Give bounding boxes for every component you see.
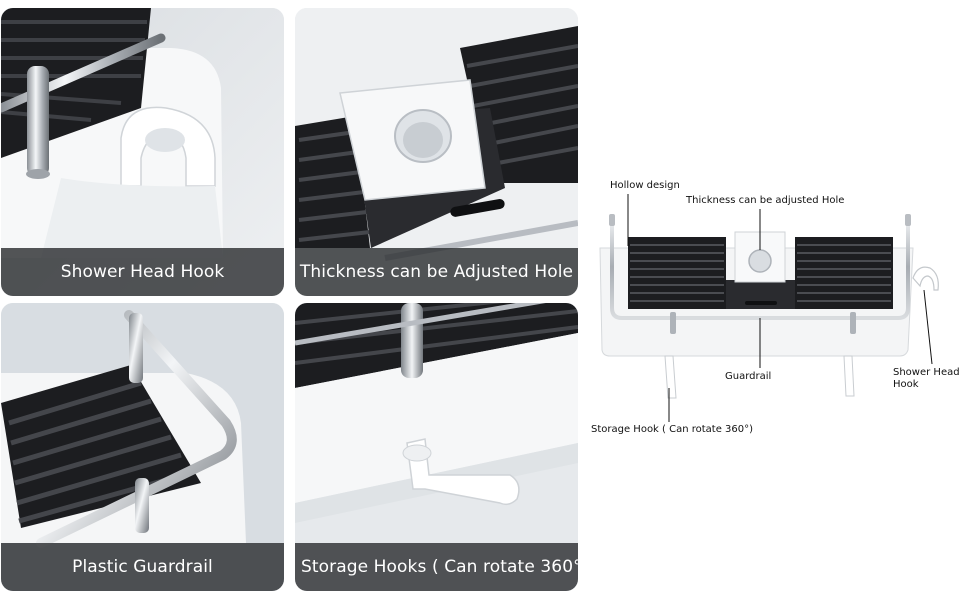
feature-tile-plastic-guardrail: Plastic Guardrail: [1, 303, 284, 591]
callout-storage-hook: Storage Hook ( Can rotate 360°): [591, 424, 754, 435]
caption-bar: Shower Head Hook: [1, 248, 284, 296]
caption-bar: Plastic Guardrail: [1, 543, 284, 591]
feature-tile-adjustable-hole: Thickness can be Adjusted Hole: [295, 8, 578, 296]
caption-bar: 2 Storage Hooks ( Can rotate 360°): [295, 543, 578, 591]
callout-thickness-hole: Thickness can be adjusted Hole: [686, 195, 845, 206]
feature-tile-storage-hooks: 2 Storage Hooks ( Can rotate 360°): [295, 303, 578, 591]
callout-hollow-design: Hollow design: [610, 180, 680, 191]
tile-caption: Shower Head Hook: [60, 262, 225, 282]
tile-caption: 2 Storage Hooks ( Can rotate 360°): [295, 557, 578, 577]
storage-hooks-illustration: [295, 303, 578, 591]
feature-tile-shower-head-hook: Shower Head Hook: [1, 8, 284, 296]
tile-caption: Thickness can be Adjusted Hole: [299, 262, 574, 282]
product-diagram: Hollow design Thickness can be adjusted …: [588, 160, 970, 460]
callout-guardrail: Guardrail: [725, 371, 772, 382]
shelf-diagram-illustration: [599, 194, 939, 422]
caption-bar: Thickness can be Adjusted Hole: [295, 248, 578, 296]
shower-head-hook-illustration: [1, 8, 284, 296]
callout-shower-head-hook: Shower Head Hook: [893, 367, 960, 390]
tile-caption: Plastic Guardrail: [72, 557, 213, 577]
